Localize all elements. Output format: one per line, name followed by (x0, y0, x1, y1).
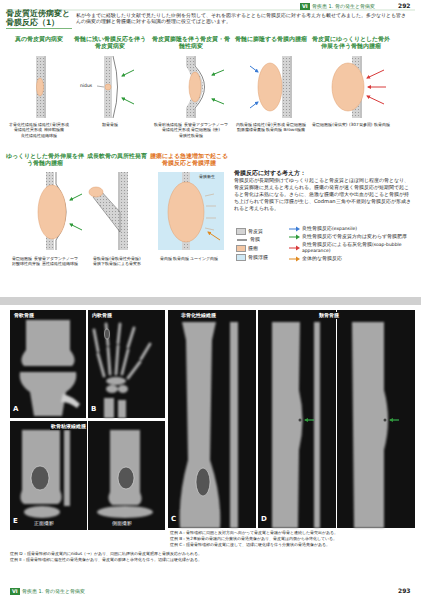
list-text: 軟骨粘液線維腫 長管骨アダマンチノーマ 骨線維性異形成 骨巨細胞腫 (傍)骨膜性… (150, 122, 232, 138)
category-box: 骨皮質膨隆を伴う骨皮質・骨髄性病変軟骨粘液線維腫 長管骨アダマンチノーマ 骨線維… (150, 36, 232, 140)
legend: 骨皮質骨膜腫瘤骨膜浮腫 (236, 228, 286, 263)
arrow-sample (288, 234, 300, 240)
category-box: 骨髄に浅い骨膜反応を伴う骨皮質病変類骨骨腫 (74, 36, 146, 129)
list-text: 骨巨細胞腫(骨病変) (307頁参照) 軟骨肉腫 (310, 122, 392, 127)
arrow-sample (288, 226, 300, 232)
panel-letter: E (13, 517, 18, 526)
category-box: ゆっくりとした骨外伸展を伴う骨髄内腫瘤骨巨細胞腫 長管骨アダマンチノーマ 好酸球… (6, 153, 84, 268)
case-caption: 症例 D：脛骨骨幹部の骨皮質内にnidus（→）があり、周囲に紡錘状の骨皮質肥厚… (10, 551, 415, 557)
case-caption: 症例 E：脛骨骨幹端部に偏在性の骨透亮像があり、骨皮質の膨隆と菲薄化を伴う。辺縁… (10, 557, 415, 563)
legend-text: 良性骨膜反応(expansile) (302, 226, 357, 232)
panel-letter: A (13, 405, 18, 414)
category-box: 骨皮質にゆっくりとした骨外伸展を伴う骨髄内腫瘤骨巨細胞腫(骨病変) (307頁参… (310, 36, 392, 129)
heading-text: 骨髄に膨隆する骨膜内腫瘤 (234, 36, 308, 43)
list-text: 骨軟骨腫(骨軟骨性外骨腫) 骨膜下軟骨腫による骨変形 (86, 256, 148, 267)
view-label: 側面撮影 (112, 521, 132, 527)
chapter-mark: VI (300, 3, 310, 10)
heading-text: 骨膜反応に対する考え方： (234, 170, 412, 177)
chapter-mark: VI (10, 588, 20, 595)
page-number: 292 (398, 2, 411, 10)
line-sample (236, 237, 248, 243)
panel-letter: B (91, 405, 96, 414)
category-box: 真の骨皮質内病変非骨化性線維腫 線維性(骨)異形成 骨線維性異形成 神経鞘腫瘍 … (6, 36, 72, 140)
running-head: 骨疾患 1. 骨の発生と骨病変 (312, 3, 375, 10)
legend-text: 腫瘤 (248, 246, 258, 252)
legend: 良性骨膜反応(expansile) 良性骨膜反応で骨皮質方向は変わらず骨膜肥厚良性… (288, 226, 414, 264)
caption-group: 症例 D：脛骨骨幹部の骨皮質内にnidus（→）があり、周囲に紡錘状の骨皮質肥厚… (10, 551, 415, 563)
heading-text: ゆっくりとした骨外伸展を伴う骨髄内腫瘤 (6, 153, 84, 166)
heading-text: 骨髄に浅い骨膜反応を伴う骨皮質病変 (74, 36, 146, 49)
category-box: 腫瘍による急速増加で起こる骨膜反応と骨膜浮腫骨肉腫 軟骨肉腫 ユーイング肉腫 (150, 153, 228, 263)
legend-row: 腫瘤 (236, 245, 286, 252)
view-label: 正面撮影 (34, 521, 54, 527)
panel-letter: C (171, 515, 176, 524)
panel-title: 非骨化性線維腫 (180, 312, 217, 319)
legend-row: 骨皮質 (236, 228, 286, 235)
part-label: nidus (80, 83, 92, 89)
arrow-sample (288, 256, 300, 262)
heading-text: 骨皮質近傍病変と骨膜反応（1） (6, 9, 72, 29)
case-caption: 症例 C：脛骨骨幹端部の骨皮質に接して、辺縁に硬化縁を伴う分葉状の骨透亮像がある… (170, 542, 414, 548)
legend-text: 良性骨膜反応で骨皮質方向は変わらず骨膜肥厚 (302, 234, 407, 240)
legend-row: 骨膜浮腫 (236, 254, 286, 261)
part-label: 骨膜新生 (199, 174, 215, 180)
category-box: 骨髄に膨隆する骨膜内腫瘤内軟骨腫 線維性(骨)異形成 骨巨細胞腫 動脈瘤様骨嚢腫… (234, 36, 308, 134)
legend-row: 良性骨膜反応で骨皮質方向は変わらず骨膜肥厚 (288, 234, 414, 240)
panel-title: 類骨骨腫 (318, 312, 340, 319)
title-box: 骨皮質近傍病変と骨膜反応（1） (6, 9, 72, 30)
legend-swatch (236, 228, 246, 235)
legend-text: 骨膜浮腫 (248, 255, 268, 261)
legend-text: 骨膜 (250, 237, 260, 243)
list-text: 類骨骨腫 (74, 122, 146, 127)
running-head: 骨疾患 1. 骨の発生と骨病変 (22, 588, 85, 595)
intro-text: 私が今までに経験したり文献で見たりした症例を分類して、それを図示するとともに骨膜… (76, 13, 410, 25)
list-text: 骨膜反応が長期間掛けてゆっくり起こると骨皮質とほぼ同じ程度の骨となり、骨皮質膨隆… (234, 177, 412, 212)
list-text: 骨肉腫 軟骨肉腫 ユーイング肉腫 (150, 256, 228, 261)
heading-text: 骨皮質にゆっくりとした骨外伸展を伴う骨髄内腫瘤 (310, 36, 392, 49)
panel-title: 内軟骨腫 (91, 312, 113, 319)
legend-row: 全体的な骨膜反応 (288, 256, 414, 262)
legend-text: 良性骨膜反応による石灰化骨膜(soap-bubble appearance) (302, 242, 414, 254)
category-box: 成長軟骨の異所性発育骨軟骨腫(骨軟骨性外骨腫) 骨膜下軟骨腫による骨変形 (86, 153, 148, 268)
arrow-sample (288, 245, 300, 251)
legend-text: 骨皮質 (248, 229, 263, 235)
panel-title: 軟骨粘液線維腫 (50, 423, 87, 430)
heading-text: 腫瘍による急速増加で起こる骨膜反応と骨膜浮腫 (150, 153, 228, 166)
case-caption: 症例 A：骨幹端部に周囲と反対方向へ向かって骨皮質と骨髄が母骨と連続した骨突出が… (170, 530, 414, 536)
heading-text: 真の骨皮質内病変 (6, 36, 72, 43)
legend-row: 骨膜 (236, 237, 286, 243)
legend-row: 良性骨膜反応(expansile) (288, 226, 414, 232)
heading-text: 成長軟骨の異所性発育 (86, 153, 148, 160)
case-caption: 症例 B：第2基節骨の骨髄内に分葉状の骨透亮像があり、骨皮質は内側から菲薄化して… (170, 536, 414, 542)
legend-text: 全体的な骨膜反応 (302, 256, 342, 262)
legend-row: 良性骨膜反応による石灰化骨膜(soap-bubble appearance) (288, 242, 414, 254)
list-text: 内軟骨腫 線維性(骨)異形成 骨巨細胞腫 動脈瘤様骨嚢腫 軟骨肉腫 Brown腫… (234, 122, 308, 133)
heading-text: 骨皮質膨隆を伴う骨皮質・骨髄性病変 (150, 36, 232, 49)
panel-letter: D (261, 515, 267, 524)
legend-swatch (236, 245, 246, 252)
page-number: 293 (398, 587, 411, 595)
list-text: 非骨化性線維腫 線維性(骨)異形成 骨線維性異形成 神経鞘腫瘍 良性線維性組織球… (6, 122, 72, 138)
caption-group: 症例 A：骨幹端部に周囲と反対方向へ向かって骨皮質と骨髄が母骨と連続した骨突出が… (170, 530, 414, 547)
note-box: 骨膜反応に対する考え方：骨膜反応が長期間掛けてゆっくり起こると骨皮質とほぼ同じ程… (234, 170, 412, 213)
legend-swatch (236, 254, 246, 261)
panel-title: 骨軟骨腫 (13, 312, 35, 319)
list-text: 骨巨細胞腫 長管骨アダマンチノーマ 好酸球性肉芽腫 悪性線維性組織球腫 (6, 256, 84, 267)
